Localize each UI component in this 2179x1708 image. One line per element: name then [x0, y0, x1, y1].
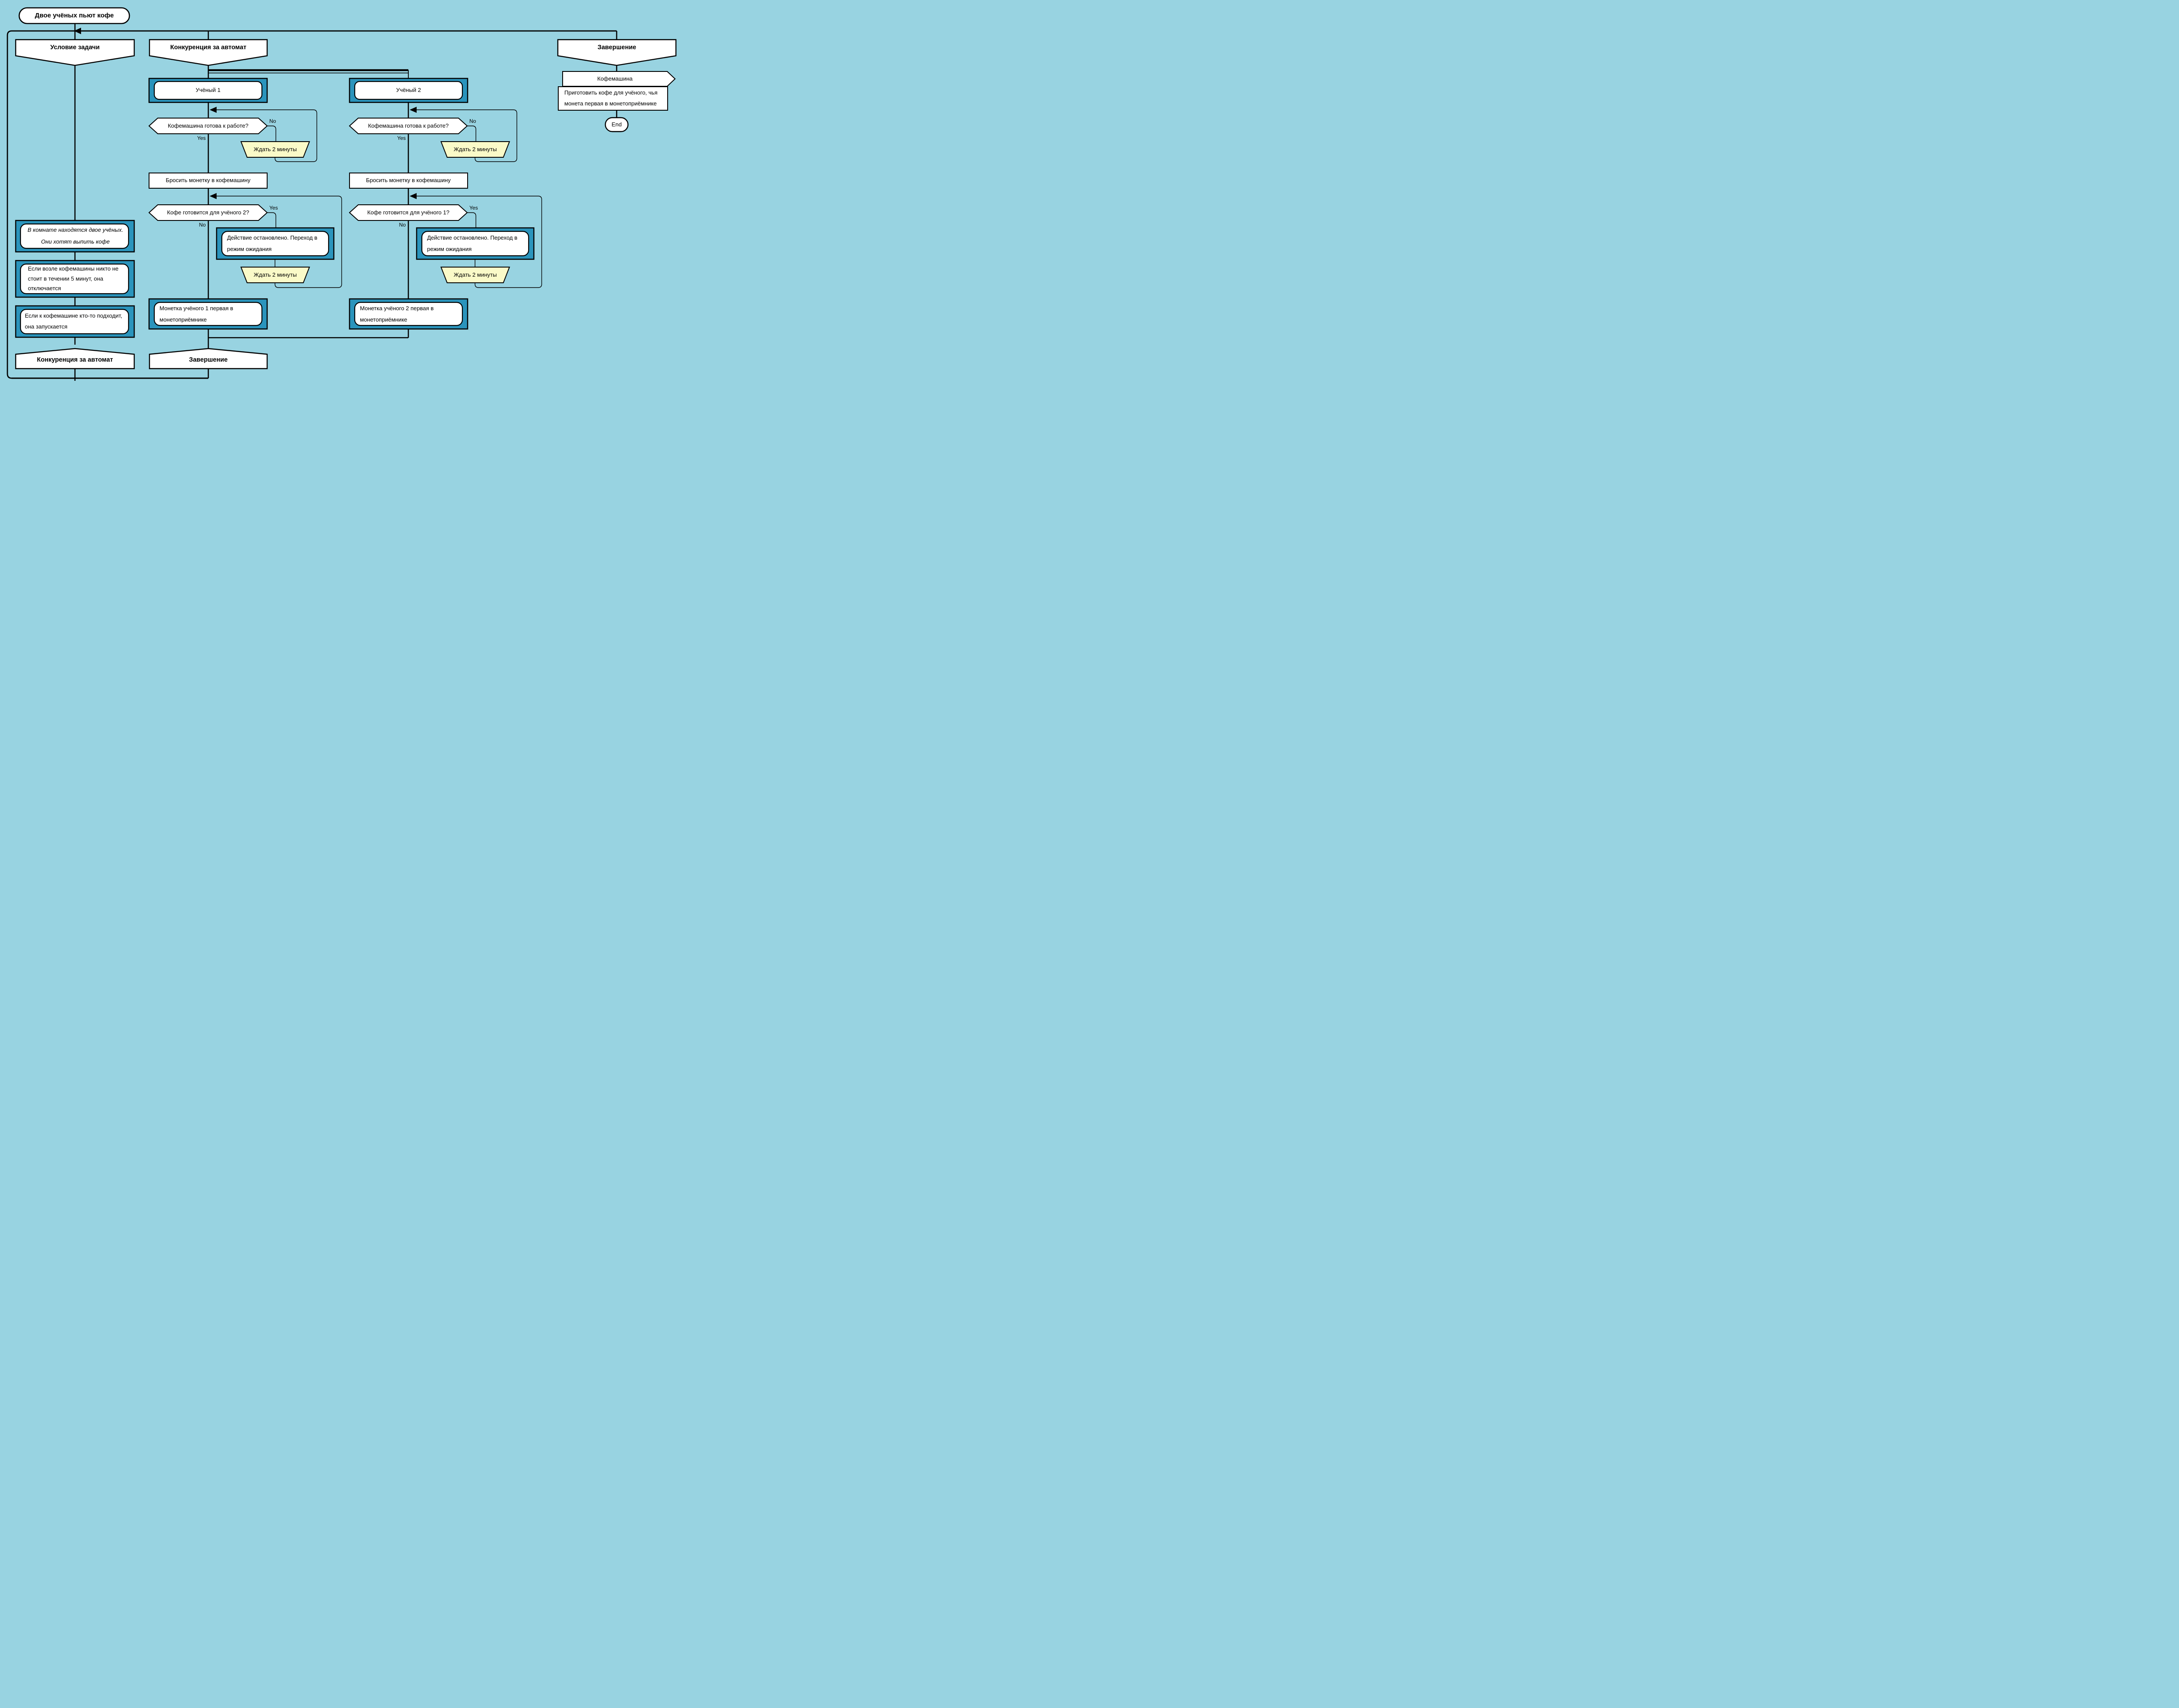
output-flag-shape	[562, 71, 676, 87]
wait-shape	[240, 267, 310, 283]
branch-address-shape	[149, 348, 268, 369]
drakon-diagram-canvas: Двое учёных пьют кофе Условие задачи Кон…	[0, 0, 683, 385]
silhouette-loop-line	[7, 30, 617, 379]
process-shape	[153, 81, 263, 100]
no-branch-line	[467, 125, 476, 142]
process-shape	[421, 230, 529, 257]
loop-arrowhead-icon	[74, 27, 81, 34]
loop-back-line	[411, 109, 517, 162]
branch-header-shape	[557, 39, 677, 66]
action-shape	[558, 86, 668, 111]
branch-address-shape	[15, 348, 135, 369]
loop-arrowhead-icon	[210, 107, 217, 113]
process-shape	[354, 302, 463, 326]
loop-arrowhead-icon	[210, 193, 217, 199]
decision-shape	[148, 204, 268, 221]
yes-branch-line	[267, 212, 276, 228]
loop-back-line	[211, 196, 342, 288]
process-shape	[354, 81, 463, 100]
loop-back-line	[211, 109, 317, 162]
loop-arrowhead-icon	[410, 193, 417, 199]
end-shape	[604, 117, 629, 132]
action-shape	[349, 173, 468, 189]
branch-header-shape	[149, 39, 268, 66]
wait-shape	[440, 141, 510, 158]
start-title-shape	[18, 7, 130, 24]
note-shape	[20, 223, 129, 249]
note-shape	[20, 263, 129, 295]
action-shape	[149, 173, 268, 189]
loop-back-line	[411, 196, 542, 288]
wait-shape	[240, 141, 310, 158]
yes-branch-line	[467, 212, 476, 228]
no-branch-line	[267, 125, 276, 142]
decision-shape	[349, 204, 468, 221]
process-shape	[221, 230, 329, 257]
decision-shape	[148, 118, 268, 134]
wait-shape	[440, 267, 510, 283]
diagram-geometry	[7, 7, 677, 381]
decision-shape	[349, 118, 468, 134]
process-shape	[153, 302, 263, 326]
branch-header-shape	[15, 39, 135, 66]
loop-arrowhead-icon	[410, 107, 417, 113]
note-shape	[20, 308, 129, 335]
